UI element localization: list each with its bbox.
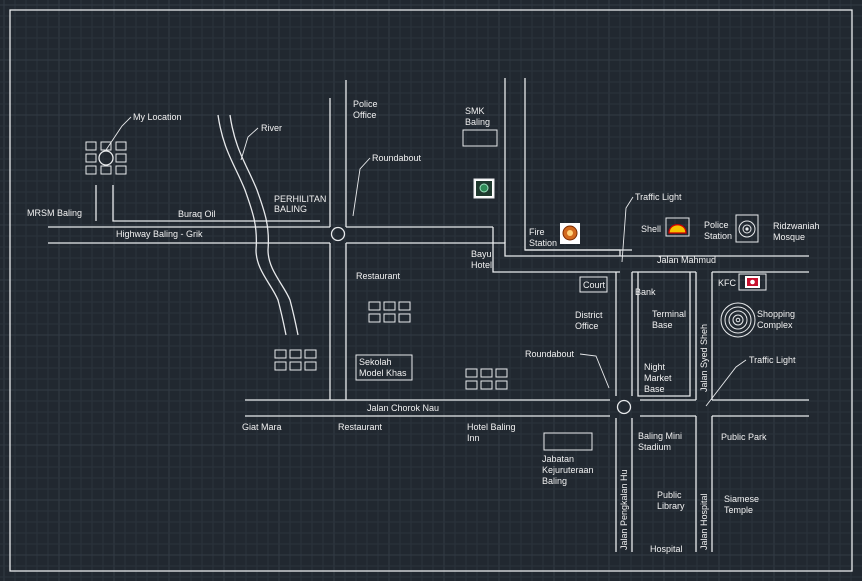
road-mrsm [95, 185, 320, 222]
label-night-market[interactable]: Night Market Base [644, 362, 674, 394]
school-emblem-icon [473, 178, 495, 199]
label-police-office[interactable]: Police Office [353, 99, 380, 120]
jabatan-building [543, 432, 593, 451]
smk-building [462, 129, 498, 147]
label-restaurant-north[interactable]: Restaurant [356, 271, 401, 281]
label-bayu-hotel[interactable]: Bayu Hotel [471, 249, 494, 270]
label-jabatan[interactable]: Jabatan Kejuruteraan Baling [542, 454, 596, 486]
label-kfc[interactable]: KFC [718, 278, 737, 288]
label-traffic-light-south[interactable]: Traffic Light [749, 355, 796, 365]
label-highway[interactable]: Highway Baling - Grik [116, 229, 203, 239]
label-bank[interactable]: Bank [635, 287, 656, 297]
label-my-location[interactable]: My Location [133, 112, 182, 122]
label-court[interactable]: Court [583, 280, 606, 290]
concentric-circles-icon [720, 302, 756, 338]
roundabout-circle-icon [330, 226, 346, 242]
label-jalan-pengkalan-hu[interactable]: Jalan Pengkalan Hu [619, 469, 629, 550]
label-shopping-complex[interactable]: Shopping Complex [757, 309, 798, 330]
my-location-grid [85, 141, 127, 175]
leader-lines [105, 116, 747, 407]
label-traffic-light-north[interactable]: Traffic Light [635, 192, 682, 202]
roundabout-circle-icon [616, 399, 632, 415]
road-bayu-connector [492, 227, 620, 273]
label-police-station[interactable]: Police Station [704, 220, 732, 241]
map-border [9, 9, 853, 572]
restaurant-block-north [368, 301, 411, 323]
label-stadium[interactable]: Baling Mini Stadium [638, 431, 685, 452]
label-jalan-syed-sheh[interactable]: Jalan Syed Sheh [699, 324, 709, 392]
label-jalan-mahmud[interactable]: Jalan Mahmud [657, 255, 716, 265]
label-roundabout-south[interactable]: Roundabout [525, 349, 575, 359]
label-roundabout-north[interactable]: Roundabout [372, 153, 422, 163]
river [217, 114, 299, 336]
label-fire-station[interactable]: Fire Station [529, 227, 557, 248]
label-jalan-hospital[interactable]: Jalan Hospital [699, 493, 709, 550]
label-mrsm[interactable]: MRSM Baling [27, 208, 82, 218]
label-jalan-chorok-nau[interactable]: Jalan Chorok Nau [367, 403, 439, 413]
map-labels: My Location River MRSM Baling Buraq Oil … [27, 99, 822, 554]
circle-target-icon[interactable] [98, 150, 114, 166]
label-sekolah[interactable]: Sekolah Model Khas [359, 357, 407, 378]
sekolah-building [355, 354, 413, 381]
label-smk[interactable]: SMK Baling [465, 106, 490, 127]
label-river[interactable]: River [261, 123, 282, 133]
fire-emblem-icon [560, 223, 580, 244]
label-district-office[interactable]: District Office [575, 310, 605, 331]
label-terminal-base[interactable]: Terminal Base [652, 309, 689, 330]
shell-logo-icon [665, 217, 690, 237]
label-siamese-temple[interactable]: Siamese Temple [724, 494, 762, 515]
road-network [48, 78, 809, 552]
court-building [579, 276, 608, 293]
label-giat-mara[interactable]: Giat Mara [242, 422, 282, 432]
police-badge-icon [735, 214, 759, 243]
label-public-library[interactable]: Public Library [657, 490, 685, 511]
label-buraq-oil[interactable]: Buraq Oil [178, 209, 216, 219]
kfc-logo-icon [738, 273, 767, 291]
label-perhilitan[interactable]: PERHILITAN BALING [274, 194, 329, 214]
building-block-west [274, 349, 317, 371]
label-restaurant-south[interactable]: Restaurant [338, 422, 383, 432]
label-hotel-baling[interactable]: Hotel Baling Inn [467, 422, 518, 443]
road-bayu-upper [493, 242, 632, 257]
road-terminal-block [637, 272, 691, 397]
label-hospital[interactable]: Hospital [650, 544, 683, 554]
building-block-south [465, 368, 508, 390]
label-mosque[interactable]: Ridzwaniah Mosque [773, 221, 822, 242]
label-shell[interactable]: Shell [641, 224, 661, 234]
label-public-park[interactable]: Public Park [721, 432, 767, 442]
